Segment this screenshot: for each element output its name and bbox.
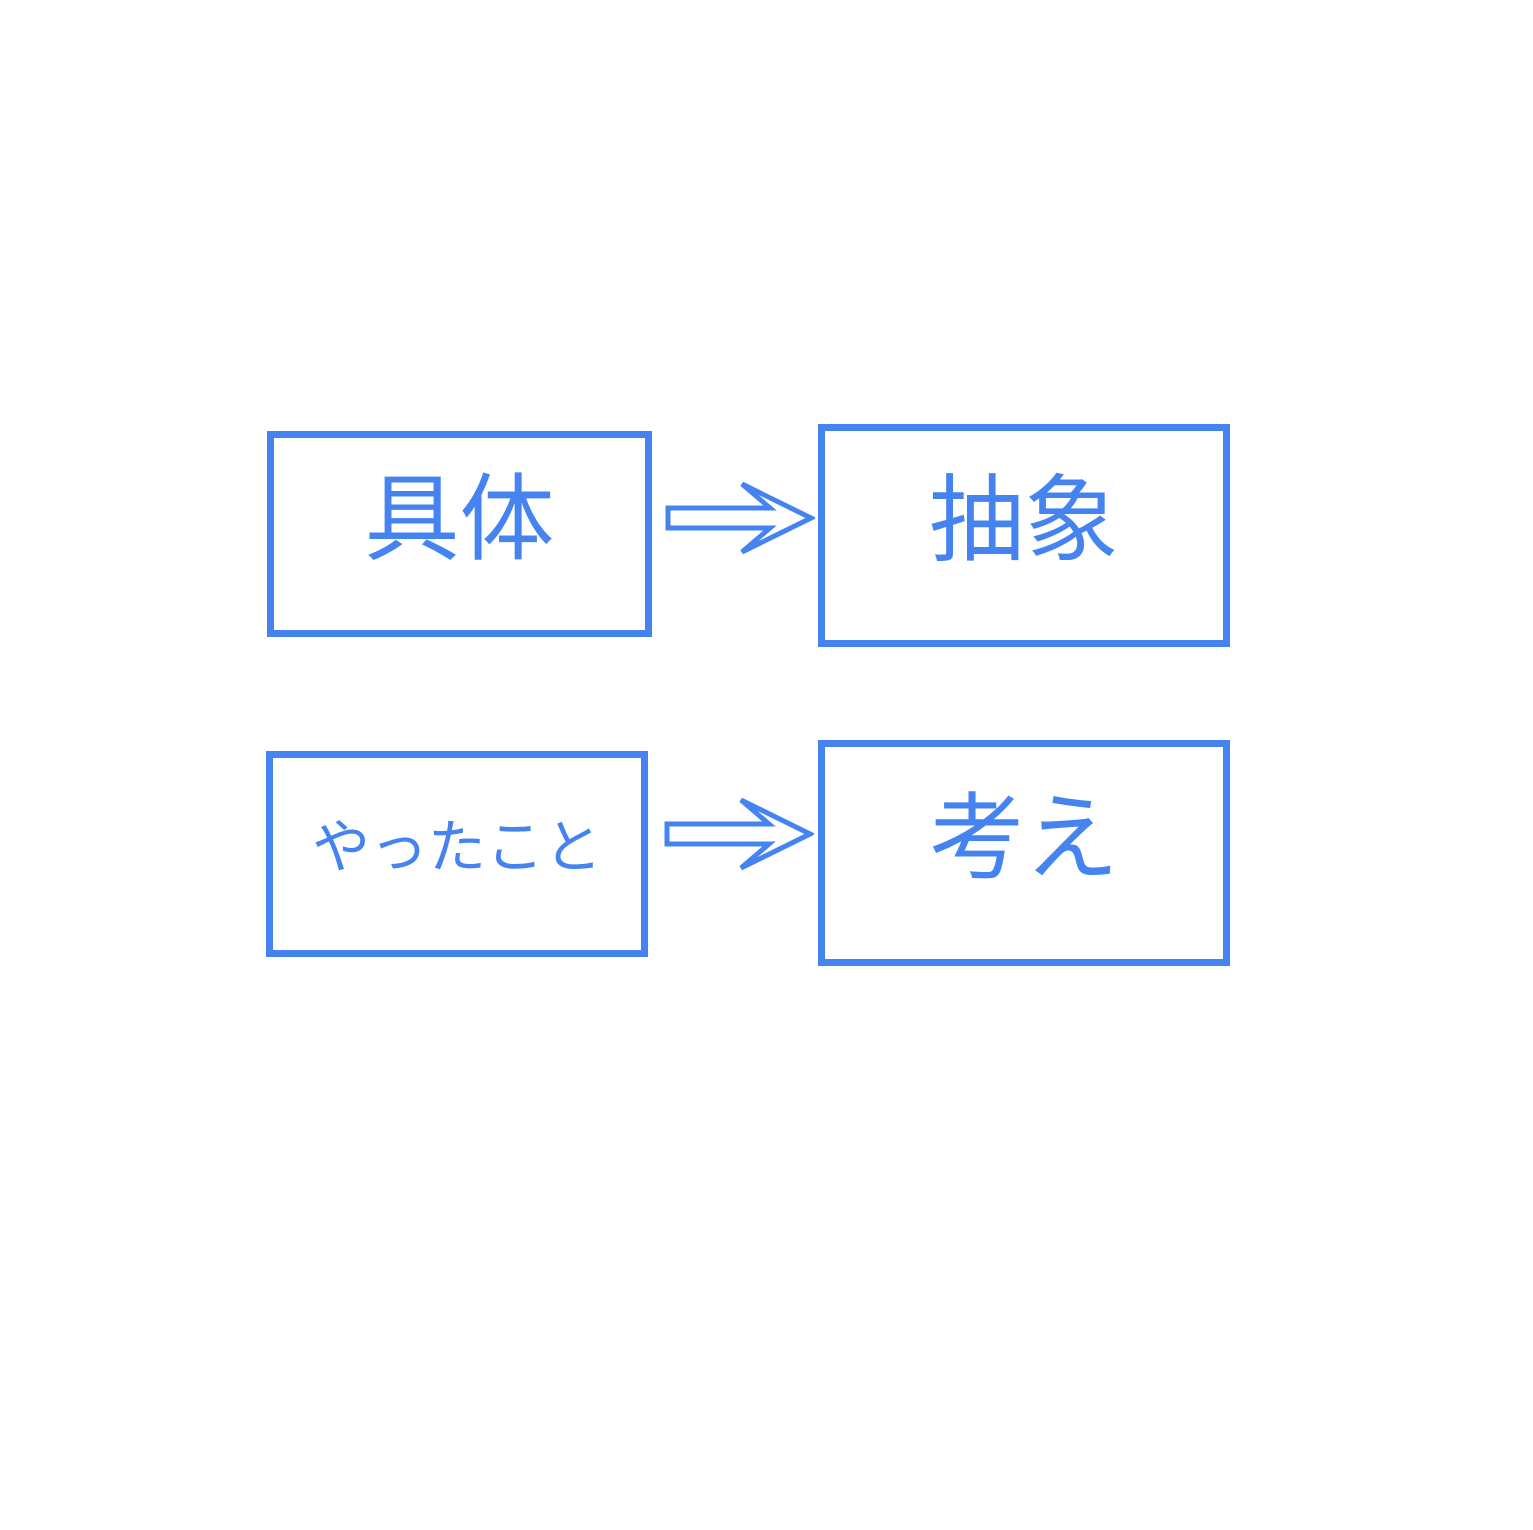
box-concrete: 具体 [267, 431, 652, 637]
right-arrow-icon [665, 481, 815, 555]
box-abstract-label: 抽象 [928, 468, 1119, 574]
box-concrete-label: 具体 [364, 466, 555, 573]
right-arrow-icon [664, 797, 814, 871]
box-actions-done-label: やったこと [311, 815, 602, 880]
box-actions-done: やったこと [266, 751, 648, 957]
box-abstract: 抽象 [818, 424, 1230, 647]
box-thoughts-label: 考え [928, 785, 1119, 892]
box-thoughts: 考え [818, 740, 1230, 966]
